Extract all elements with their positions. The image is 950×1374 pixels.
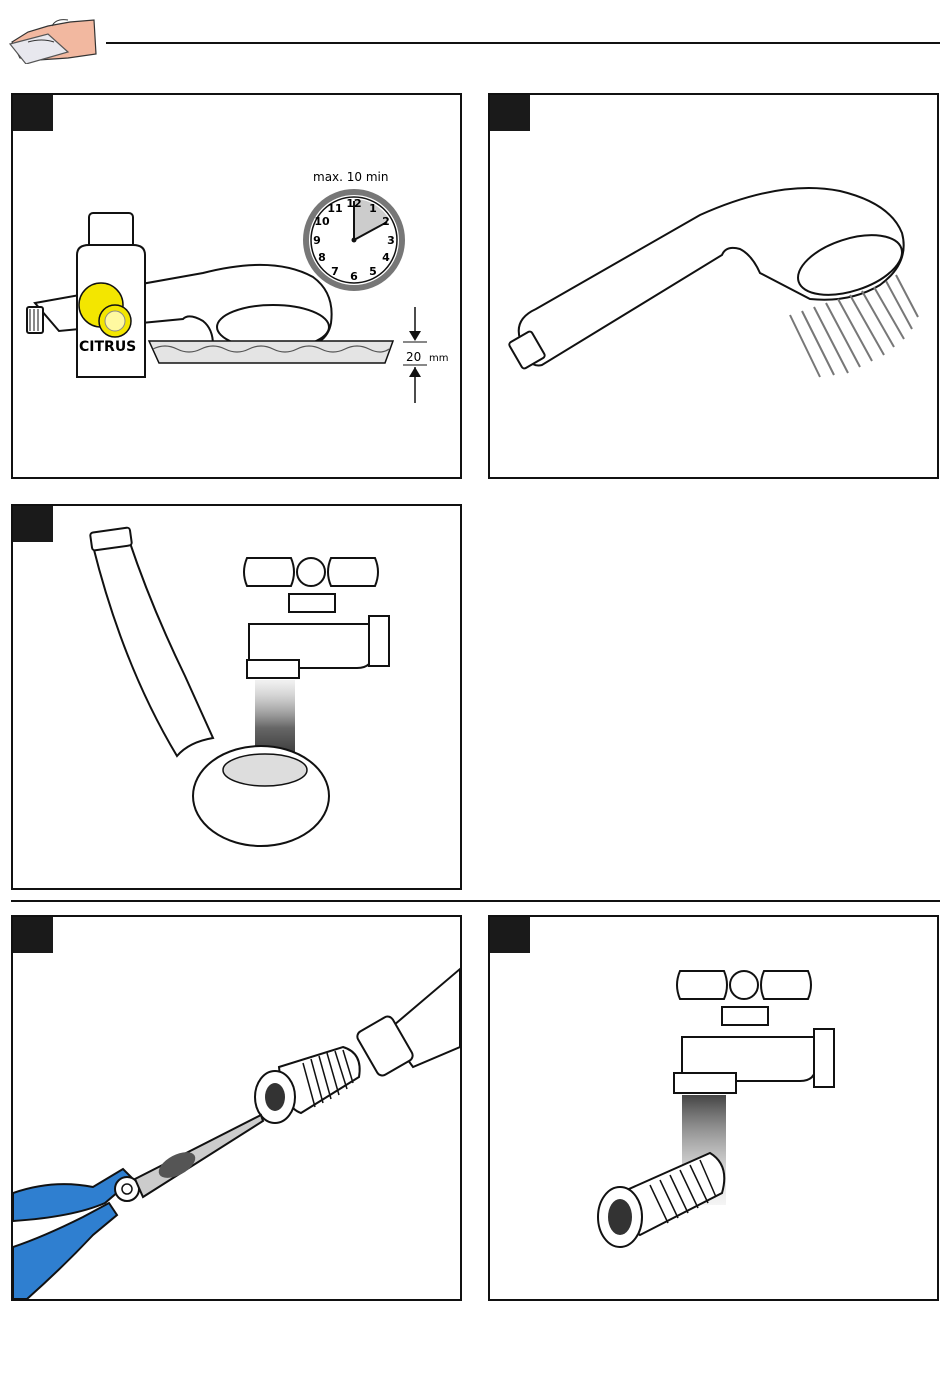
clock-numeral: 2 bbox=[382, 215, 390, 228]
water-tray-icon bbox=[149, 341, 393, 363]
faucet-icon bbox=[674, 971, 834, 1093]
handshower-icon bbox=[27, 265, 332, 349]
handshower-icon bbox=[508, 188, 909, 369]
header-rule bbox=[106, 42, 940, 44]
step-panel-rinse-filter bbox=[488, 915, 939, 1301]
clock-icon: 12 1 2 3 4 5 6 7 8 9 10 11 bbox=[306, 192, 402, 288]
step-panel-rinse bbox=[488, 93, 939, 479]
section-divider bbox=[11, 900, 940, 902]
soak-illustration: CITRUS 12 1 2 3 4 5 6 7 8 9 10 11 bbox=[13, 95, 460, 477]
pliers-icon bbox=[13, 1115, 263, 1299]
clock-numeral: 12 bbox=[346, 197, 361, 210]
step-panel-remove-filter bbox=[11, 915, 462, 1301]
tap-rinse-illustration bbox=[13, 506, 460, 888]
clock-numeral: 10 bbox=[314, 215, 330, 228]
clock-label: max. 10 min bbox=[313, 170, 389, 184]
depth-value: 20 bbox=[406, 350, 421, 364]
clock-numeral: 9 bbox=[313, 234, 321, 247]
clock-numeral: 4 bbox=[382, 251, 390, 264]
header bbox=[0, 0, 950, 70]
clock-numeral: 6 bbox=[350, 270, 358, 283]
step-panel-soak: CITRUS 12 1 2 3 4 5 6 7 8 9 10 11 bbox=[11, 93, 462, 479]
clock-numeral: 3 bbox=[387, 234, 395, 247]
rinse-filter-illustration bbox=[490, 917, 937, 1299]
handshower-stem-icon bbox=[355, 969, 460, 1078]
filter-insert-icon bbox=[255, 1047, 360, 1123]
depth-unit: mm bbox=[429, 353, 448, 364]
clock-numeral: 1 bbox=[369, 202, 377, 215]
remove-filter-illustration bbox=[13, 917, 460, 1299]
filter-insert-icon bbox=[598, 1153, 724, 1247]
clock-numeral: 11 bbox=[327, 202, 342, 215]
clock-numeral: 7 bbox=[331, 265, 339, 278]
cleaning-hand-icon bbox=[8, 8, 100, 64]
clock-numeral: 8 bbox=[318, 251, 326, 264]
bottle-label: CITRUS bbox=[79, 339, 136, 355]
clock-numeral: 5 bbox=[369, 265, 377, 278]
rinse-illustration bbox=[490, 95, 937, 477]
step-panel-tap-rinse bbox=[11, 504, 462, 890]
faucet-icon bbox=[244, 558, 389, 678]
